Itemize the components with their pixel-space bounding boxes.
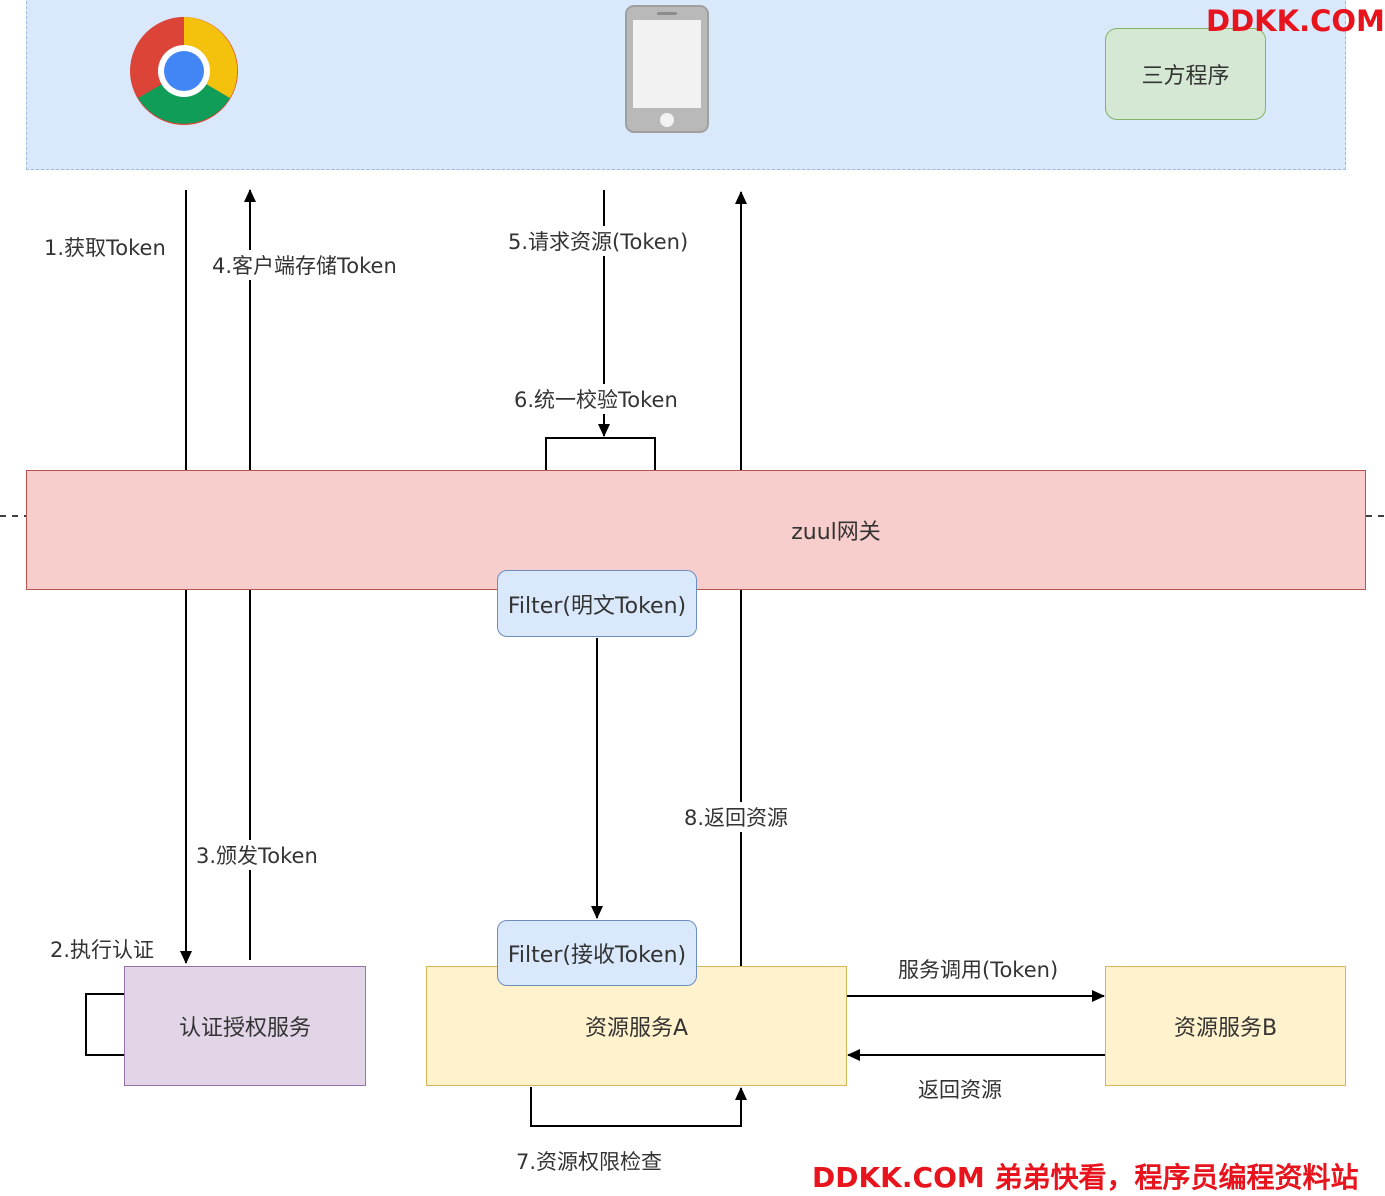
edge-label-store-token: 4.客户端存储Token xyxy=(210,250,399,280)
resource-b-label: 资源服务B xyxy=(1173,1016,1278,1041)
filter-receive-token-node: Filter(接收Token) xyxy=(497,920,697,986)
verify-token-bracket xyxy=(545,437,656,470)
third-party-program-node: 三方程序 xyxy=(1105,28,1266,120)
edge-label-service-call: 服务调用(Token) xyxy=(896,954,1061,984)
edge-label-issue-token: 3.颁发Token xyxy=(194,840,320,870)
filter-plain-label: Filter(明文Token) xyxy=(507,593,687,619)
edge-label-return-resource: 返回资源 xyxy=(916,1074,1004,1104)
filter-plain-token-node: Filter(明文Token) xyxy=(497,570,697,637)
authenticate-loop xyxy=(85,993,124,1056)
edge-label-get-token: 1.获取Token xyxy=(42,232,168,262)
zuul-gateway-node: zuul网关 xyxy=(26,470,1366,590)
watermark-top: DDKK.COM xyxy=(1206,4,1385,38)
resource-service-b-node: 资源服务B xyxy=(1105,966,1346,1086)
resource-service-a-node: 资源服务A xyxy=(426,966,847,1086)
filter-receive-label: Filter(接收Token) xyxy=(507,943,687,968)
chrome-icon xyxy=(130,17,238,125)
third-party-label: 三方程序 xyxy=(1141,64,1230,89)
edge-label-return-resource-8: 8.返回资源 xyxy=(682,802,791,832)
edge-label-permission-check: 7.资源权限检查 xyxy=(514,1146,665,1176)
auth-service-label: 认证授权服务 xyxy=(178,1016,311,1041)
permission-check-loop xyxy=(530,1087,747,1127)
watermark-bottom: DDKK.COM 弟弟快看，程序员编程资料站 xyxy=(812,1161,1359,1194)
edge-label-request-resource: 5.请求资源(Token) xyxy=(506,226,691,256)
auth-service-node: 认证授权服务 xyxy=(124,966,366,1086)
resource-a-label: 资源服务A xyxy=(584,1016,689,1041)
edge-label-authenticate: 2.执行认证 xyxy=(48,934,157,964)
edge-label-verify-token: 6.统一校验Token xyxy=(512,384,680,414)
smartphone-icon xyxy=(625,5,709,133)
gateway-label: zuul网关 xyxy=(791,520,881,545)
